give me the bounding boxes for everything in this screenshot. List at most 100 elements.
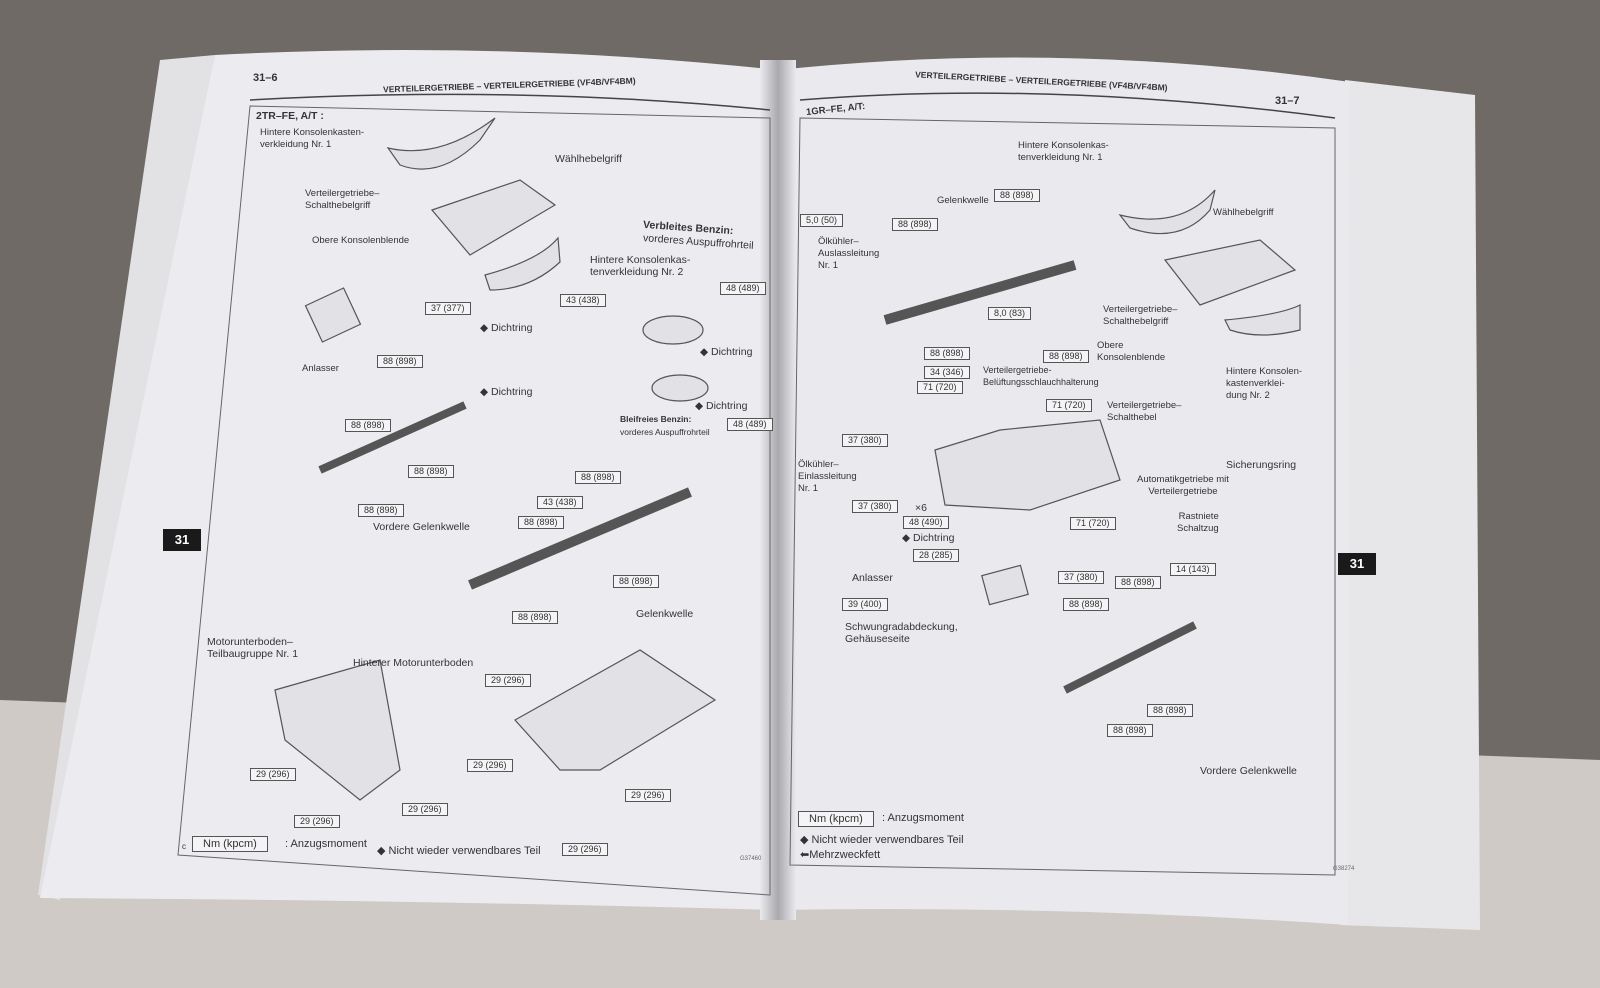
torque-box: 8,0 (83) (988, 307, 1032, 320)
torque-box: 88 (898) (377, 355, 423, 368)
torque-box: 88 (898) (1115, 576, 1161, 589)
page-stack-left (38, 55, 215, 900)
torque-box: 88 (898) (1107, 724, 1153, 737)
exploded-parts-drawing (274, 117, 1301, 801)
torque-box: 88 (898) (512, 611, 558, 624)
label: Verteilergetriebe– Schalthebelgriff (305, 188, 380, 211)
label: Gelenkwelle (636, 608, 694, 620)
chapter-tab-right: 31 (1338, 553, 1376, 575)
label: Obere Konsolenblende (1097, 340, 1166, 363)
torque-box: 88 (898) (1043, 350, 1089, 363)
torque-box: 48 (490) (903, 516, 949, 529)
front-propeller-shaft-right (1063, 621, 1197, 694)
right-figure-frame (789, 117, 1336, 876)
rear-engine-undercover (514, 649, 717, 771)
label: Hintere Konsolen- kastenverklei- dung Nr… (1226, 366, 1303, 401)
label: ◆ Dichtring (700, 346, 753, 358)
left-header-rule (249, 93, 771, 111)
label: Verteilergetriebe– Schalthebelgriff (1103, 304, 1178, 327)
torque-box: 88 (898) (358, 504, 404, 517)
torque-box: 88 (898) (518, 516, 564, 529)
starter-right (981, 564, 1029, 606)
page-stack-right (1340, 80, 1480, 930)
torque-box: 34 (346) (924, 366, 970, 379)
exhaust-pipe-unleaded (651, 374, 709, 402)
chapter-tab-left: 31 (163, 529, 201, 551)
torque-box: 48 (489) (727, 418, 773, 431)
label: Hintere Konsolenkasten- verkleidung Nr. … (260, 127, 365, 150)
left-section-title: 2TR–FE, A/T : (256, 110, 324, 122)
torque-box: 88 (898) (892, 218, 938, 231)
torque-box: 37 (380) (852, 500, 898, 513)
torque-box: 71 (720) (1070, 517, 1116, 530)
torque-box: 14 (143) (1170, 563, 1216, 576)
label: Anlasser (852, 572, 893, 584)
label: Hintere Konsolenkas- tenverkleidung Nr. … (590, 254, 691, 278)
torque-box: 39 (400) (842, 598, 888, 611)
book-gutter (760, 60, 796, 920)
torque-box: 5,0 (50) (800, 214, 844, 227)
torque-box: 29 (296) (625, 789, 671, 802)
label: Automatikgetriebe mit Verteilergetriebe (1137, 474, 1229, 497)
torque-box: 29 (296) (485, 674, 531, 687)
torque-box: 88 (898) (924, 347, 970, 360)
propeller-shaft-left (468, 487, 692, 590)
label: Vordere Gelenkwelle (373, 521, 470, 533)
label: Hintere Konsolenkas- tenverkleidung Nr. … (1018, 140, 1109, 163)
propeller-shaft-right (883, 260, 1077, 325)
label: Schwungradabdeckung, Gehäuseseite (845, 621, 958, 645)
label: Bleifreies Benzin: (620, 414, 692, 424)
label: Vordere Gelenkwelle (1200, 765, 1297, 777)
right-page-number: 31–7 (1275, 95, 1300, 107)
torque-box: 37 (380) (1058, 571, 1104, 584)
torque-box: 37 (377) (425, 302, 471, 315)
corner-mark: c (182, 842, 186, 851)
grease-arrow-icon: ⬅ (800, 849, 810, 861)
figure-code-right: G38274 (1333, 866, 1355, 872)
figure-code-left: G37460 (740, 856, 762, 862)
torque-box: 29 (296) (250, 768, 296, 781)
torque-box: 29 (296) (562, 843, 608, 856)
torque-box: 71 (720) (1046, 399, 1092, 412)
label: Gelenkwelle (937, 195, 989, 206)
left-figure-frame (177, 105, 771, 896)
legend-non-reusable: ◆ Nicht wieder verwendbares Teil (377, 845, 541, 857)
torque-box: 88 (898) (994, 189, 1040, 202)
label: ◆ Dichtring (480, 322, 533, 334)
console-trim-2 (484, 236, 561, 291)
console-trim-right-1 (1118, 189, 1216, 235)
console-trim-1 (386, 117, 496, 170)
torque-box: 29 (296) (294, 815, 340, 828)
legend-grease: ⬅Mehrzweckfett (800, 848, 880, 861)
label: Rastniete Schaltzug (1177, 511, 1219, 534)
console-trim-right-2 (1224, 304, 1301, 336)
label: ◆ Dichtring (902, 532, 955, 544)
torque-box: 88 (898) (1147, 704, 1193, 717)
torque-box: 29 (296) (402, 803, 448, 816)
label: Verteilergetriebe– Schalthebel (1107, 400, 1182, 423)
transmission-with-transfer (934, 419, 1121, 511)
label: Verteilergetriebe- Belüftungsschlauchhal… (983, 365, 1099, 387)
label: ◆ Dichtring (695, 400, 748, 412)
label: Motorunterboden– Teilbaugruppe Nr. 1 (207, 636, 299, 660)
torque-box: 88 (898) (408, 465, 454, 478)
front-propeller-shaft-left (318, 401, 467, 474)
label: Wählhebelgriff (555, 153, 622, 165)
label: ×6 (915, 502, 927, 514)
legend-torque-label: : Anzugsmoment (882, 812, 964, 824)
starter-left (304, 287, 362, 343)
torque-box: 43 (438) (560, 294, 606, 307)
label: Ölkühler– Auslassleitung Nr. 1 (818, 236, 880, 271)
legend-torque-box: Nm (kpcm) (192, 836, 268, 852)
torque-box: 71 (720) (917, 381, 963, 394)
label: Sicherungsring (1226, 459, 1297, 471)
torque-box: 48 (489) (720, 282, 766, 295)
torque-box: 88 (898) (1063, 598, 1109, 611)
torque-box: 88 (898) (575, 471, 621, 484)
torque-box: 28 (285) (913, 549, 959, 562)
label: Obere Konsolenblende (312, 235, 410, 246)
torque-box: 37 (380) (842, 434, 888, 447)
console-panel (430, 179, 557, 256)
